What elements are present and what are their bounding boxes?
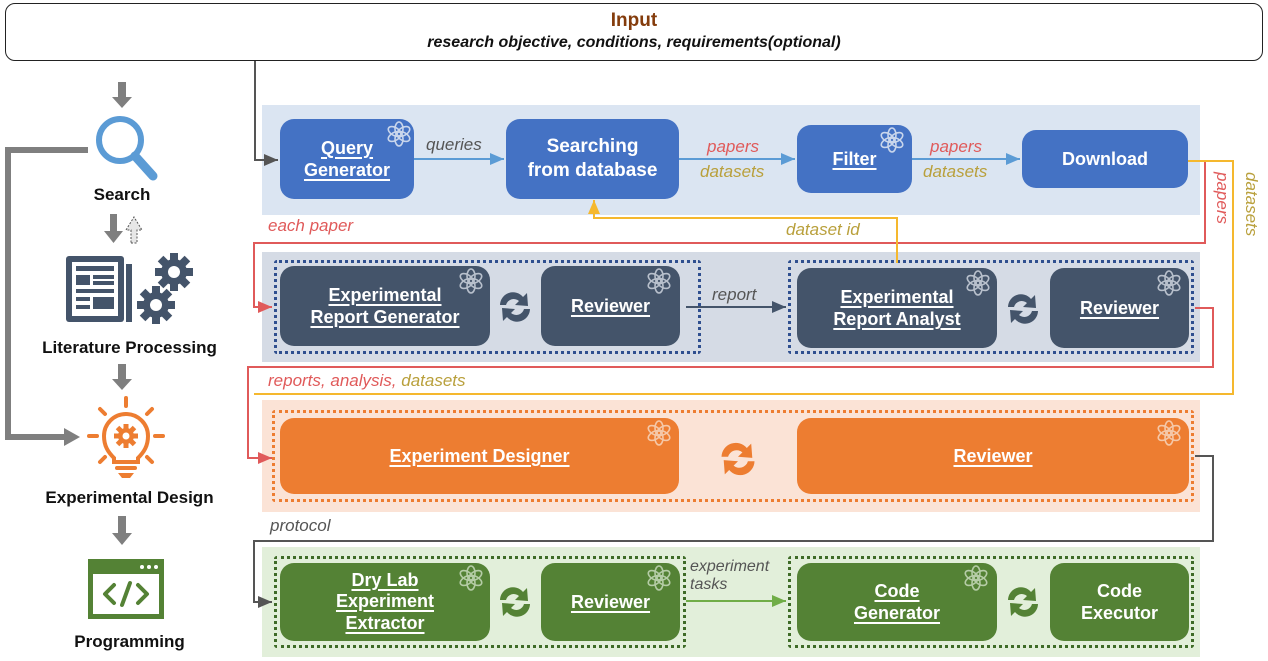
- report-label: report: [712, 285, 757, 304]
- stage-label-search: Search: [93, 185, 151, 204]
- dataset-id-label: dataset id: [786, 220, 860, 239]
- iterate-icon: [721, 442, 755, 476]
- papers-vertical-label: papers: [1213, 172, 1232, 224]
- newspaper-gears-icon: [66, 253, 193, 324]
- code-window-icon: [88, 559, 164, 619]
- iterate-icon: [500, 292, 530, 322]
- arrow-lit-to-search-dashed: [125, 216, 143, 244]
- arrow-design-to-prog: [112, 516, 132, 545]
- input-to-query-line: [254, 61, 278, 166]
- code-group: [788, 556, 1194, 648]
- iterate-icon: [1008, 294, 1038, 324]
- report-analyst-group: [788, 260, 1194, 354]
- llm-icon: [386, 121, 412, 147]
- stage-label-literature: Literature Processing: [42, 338, 217, 357]
- reports-analysis-datasets-label: reports, analysis, datasets: [268, 371, 466, 390]
- dataset-id-line: [588, 200, 898, 263]
- search-to-design-bypass: [5, 147, 88, 440]
- arrow-lit-to-design: [112, 364, 132, 390]
- stage-label-design: Experimental Design: [45, 488, 214, 507]
- llm-icon: [458, 268, 484, 294]
- papers-label: papers: [707, 137, 759, 156]
- datasets-label: datasets: [700, 162, 765, 181]
- input-subtitle: research objective, conditions, requirem…: [427, 34, 841, 51]
- input-box: Input research objective, conditions, re…: [5, 3, 1263, 61]
- input-title: Input: [610, 10, 658, 31]
- iterate-icon: [1008, 587, 1038, 617]
- design-reviewer-node[interactable]: Reviewer: [797, 418, 1189, 494]
- llm-icon: [646, 268, 672, 294]
- llm-icon: [963, 565, 989, 591]
- magnifier-icon: [96, 116, 158, 181]
- datasets-label: datasets: [923, 162, 988, 181]
- download-node[interactable]: Download: [1022, 130, 1188, 188]
- lightbulb-gear-icon: [87, 396, 165, 478]
- protocol-label: protocol: [270, 516, 331, 535]
- experiment-tasks-label: experiment tasks: [690, 558, 770, 593]
- llm-icon: [1156, 420, 1182, 446]
- stage-label-programming: Programming: [74, 632, 185, 651]
- papers-flow-line: [253, 161, 1206, 313]
- stage-arrows: [104, 82, 132, 545]
- arrow-to-search: [112, 82, 132, 108]
- protocol-flow-line: [253, 455, 1214, 608]
- papers-label: papers: [930, 137, 982, 156]
- design-group: [272, 410, 1194, 502]
- llm-icon: [458, 565, 484, 591]
- llm-icon: [879, 127, 905, 153]
- queries-label: queries: [426, 135, 482, 154]
- analysis-flow-line: [247, 307, 1214, 464]
- arrow-search-to-lit: [104, 214, 123, 243]
- extractor-group: [274, 556, 686, 648]
- datasets-vertical-label: datasets: [1242, 172, 1261, 237]
- iterate-icon: [500, 587, 530, 617]
- experiment-designer-node[interactable]: Experiment Designer: [280, 418, 679, 494]
- datasets-flow-line: [254, 160, 1234, 395]
- llm-icon: [965, 270, 991, 296]
- each-paper-label: each paper: [268, 216, 354, 235]
- llm-icon: [646, 420, 672, 446]
- llm-icon: [1156, 270, 1182, 296]
- llm-icon: [646, 565, 672, 591]
